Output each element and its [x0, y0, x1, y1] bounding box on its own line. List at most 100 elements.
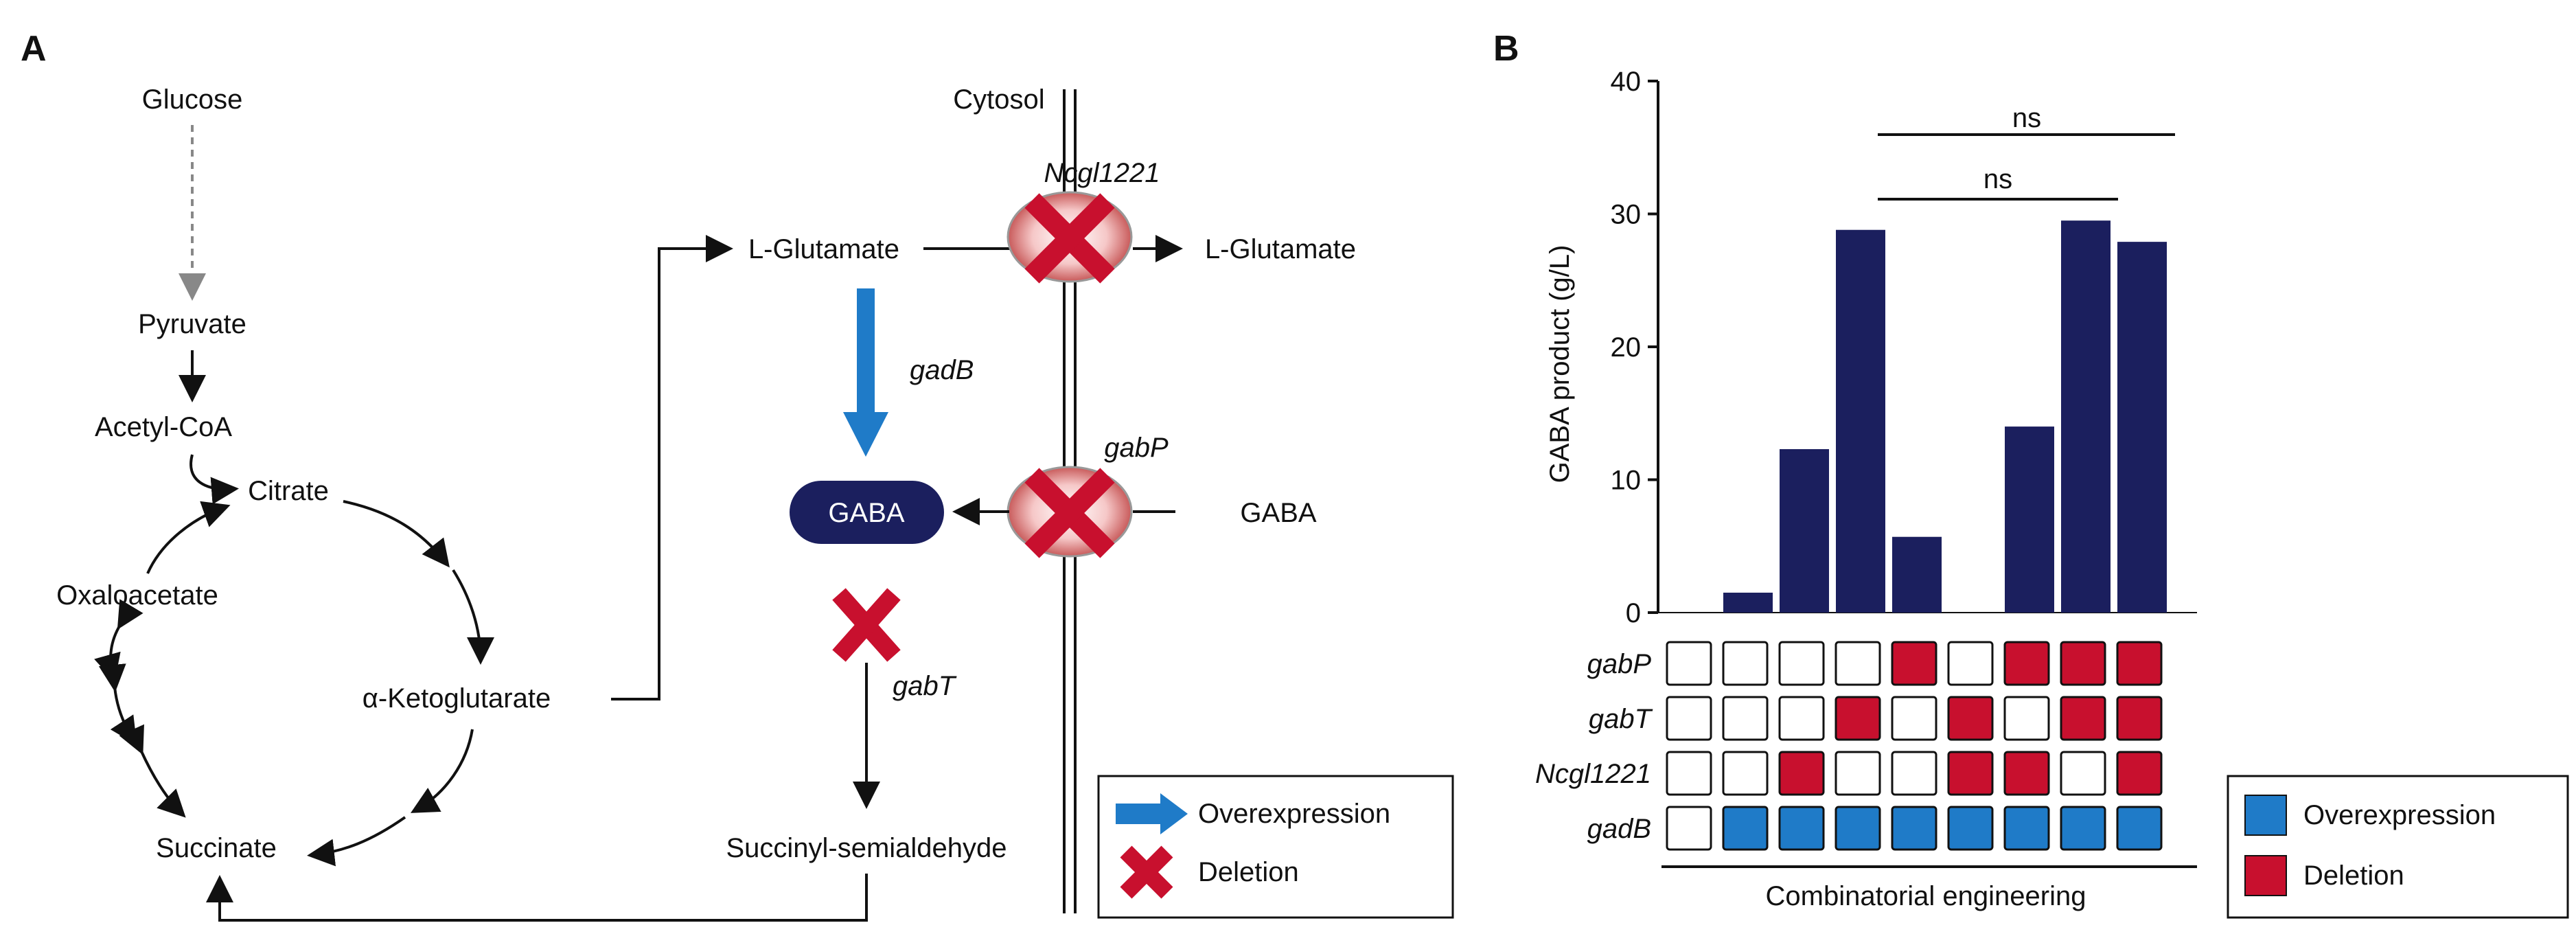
- matrix-cell-gabp-7: [2003, 641, 2050, 686]
- matrix-cell-ncgl1221-1: [1666, 751, 1712, 796]
- matrix-cell-gabp-9: [2116, 641, 2163, 686]
- legend-overexpression-swatch: [2244, 795, 2287, 836]
- matrix-cell-gabp-2: [1722, 641, 1769, 686]
- matrix-cell-gadb-7: [2003, 806, 2050, 851]
- cytosol-label: Cytosol: [953, 84, 1044, 115]
- gabt-deletion-cross: [832, 588, 901, 662]
- y-tick-label: 30: [1611, 200, 1642, 230]
- matrix-cell-gabp-1: [1666, 641, 1712, 686]
- matrix-cell-ncgl1221-4: [1835, 751, 1881, 796]
- to-akg-arrow: [452, 569, 494, 665]
- legend-deletion-swatch: [2244, 855, 2287, 896]
- reversible-arrows-succinate-oxaloacetate: [94, 599, 186, 818]
- bars: [1723, 220, 2167, 613]
- panel-a-legend-box: [1097, 775, 1454, 919]
- matrix-cell-gadb-4: [1835, 806, 1881, 851]
- matrix-cell-gabt-7: [2003, 696, 2050, 741]
- matrix-cell-gabp-3: [1778, 641, 1825, 686]
- bar-2: [1723, 592, 1773, 613]
- x-axis-label: Combinatorial engineering: [1766, 881, 2086, 911]
- matrix-cell-gabt-2: [1722, 696, 1769, 741]
- to-succinate-arrow: [307, 816, 406, 867]
- matrix-cell-gabp-4: [1835, 641, 1881, 686]
- matrix-cell-gadb-3: [1778, 806, 1825, 851]
- matrix-cell-gabt-1: [1666, 696, 1712, 741]
- glutamate-outside-label: L-Glutamate: [1205, 234, 1356, 264]
- ssa-label: Succinyl-semialdehyde: [726, 833, 1007, 863]
- bar-3: [1780, 448, 1829, 613]
- bar-9: [2117, 242, 2167, 613]
- ncgl1221-deletion-cross: [1024, 193, 1115, 284]
- glucose-label: Glucose: [142, 84, 243, 115]
- gabp-deletion-cross: [1024, 468, 1115, 558]
- legend-overexpression-arrow-icon: [1116, 793, 1188, 834]
- gaba-node: [790, 481, 944, 544]
- succinate-label: Succinate: [156, 833, 277, 863]
- matrix-cell-gabp-6: [1947, 641, 1994, 686]
- matrix-cell-ncgl1221-8: [2060, 751, 2106, 796]
- matrix-cell-gabt-5: [1891, 696, 1937, 741]
- gadb-gene-label: gadB: [910, 355, 974, 385]
- y-tick-label: 20: [1611, 332, 1642, 363]
- matrix-cell-gabp-5: [1891, 641, 1937, 686]
- gaba-outside-label: GABA: [1240, 498, 1316, 528]
- matrix-cell-gabt-4: [1835, 696, 1881, 741]
- panel-a-legend-overexpression: Overexpression: [1198, 799, 1390, 829]
- citrate-label: Citrate: [248, 476, 329, 506]
- matrix-cell-ncgl1221-3: [1778, 751, 1825, 796]
- matrix-row-labels: gabP gabT Ncgl1221 gadB: [1535, 649, 1653, 844]
- matrix-cell-ncgl1221-6: [1947, 751, 1994, 796]
- y-tick-label: 40: [1611, 67, 1642, 97]
- matrix-cell-gabt-8: [2060, 696, 2106, 741]
- matrix-cell-gabt-9: [2116, 696, 2163, 741]
- panel-a-legend-deletion: Deletion: [1198, 857, 1299, 887]
- acetylcoa-to-citrate-arrow: [189, 454, 239, 505]
- gadb-overexpression-arrow: [843, 288, 888, 457]
- gabp-gene-label: gabP: [1104, 433, 1169, 463]
- bar-8: [2061, 220, 2111, 613]
- panel-a-label: A: [21, 29, 47, 69]
- row-label-gabp: gabP: [1587, 649, 1652, 679]
- panel-b-legend-deletion: Deletion: [2303, 861, 2404, 891]
- matrix-cell-gadb-2: [1722, 806, 1769, 851]
- pyruvate-label: Pyruvate: [138, 309, 246, 339]
- citrate-to-isocitrate-arrow: [343, 500, 450, 568]
- gabt-gene-label: gabT: [893, 671, 957, 701]
- row-label-gabt: gabT: [1589, 704, 1653, 734]
- ncgl1221-gene-label: Ncgl1221: [1044, 158, 1160, 188]
- genotype-matrix: [1666, 641, 2163, 851]
- row-label-gadb: gadB: [1587, 814, 1651, 844]
- matrix-cell-gabp-8: [2060, 641, 2106, 686]
- y-axis-label: GABA product (g/L): [1545, 245, 1575, 483]
- bar-7: [2005, 426, 2054, 613]
- matrix-cell-ncgl1221-9: [2116, 751, 2163, 796]
- panel-b-label: B: [1493, 29, 1519, 69]
- oxaloacetate-label: Oxaloacetate: [56, 580, 218, 611]
- matrix-cell-ncgl1221-7: [2003, 751, 2050, 796]
- akg-label: α-Ketoglutarate: [363, 683, 551, 714]
- matrix-cell-gadb-6: [1947, 806, 1994, 851]
- bar-5: [1892, 536, 1942, 613]
- ssa-to-succinate-arrow: [206, 874, 868, 922]
- oxaloacetate-to-citrate-arrow: [146, 501, 231, 574]
- matrix-cell-gabt-6: [1947, 696, 1994, 741]
- matrix-cell-gabt-3: [1778, 696, 1825, 741]
- legend-deletion-cross-icon: [1120, 845, 1173, 899]
- bar-4: [1836, 229, 1885, 613]
- y-tick-label: 10: [1611, 466, 1642, 496]
- panel-b-legend-overexpression: Overexpression: [2303, 800, 2496, 830]
- akg-to-glutamate-arrow: [611, 235, 733, 700]
- matrix-cell-gadb-8: [2060, 806, 2106, 851]
- gaba-node-label: GABA: [828, 498, 904, 528]
- matrix-cell-gadb-9: [2116, 806, 2163, 851]
- glutamate-inside-label: L-Glutamate: [748, 234, 899, 264]
- row-label-ncgl1221: Ncgl1221: [1535, 759, 1651, 789]
- acetyl-coa-label: Acetyl-CoA: [95, 412, 232, 442]
- akg-to-succcoa-arrow: [411, 729, 474, 813]
- significance-label-1: ns: [2012, 103, 2041, 133]
- matrix-cell-gadb-1: [1666, 806, 1712, 851]
- matrix-cell-ncgl1221-2: [1722, 751, 1769, 796]
- matrix-cell-gadb-5: [1891, 806, 1937, 851]
